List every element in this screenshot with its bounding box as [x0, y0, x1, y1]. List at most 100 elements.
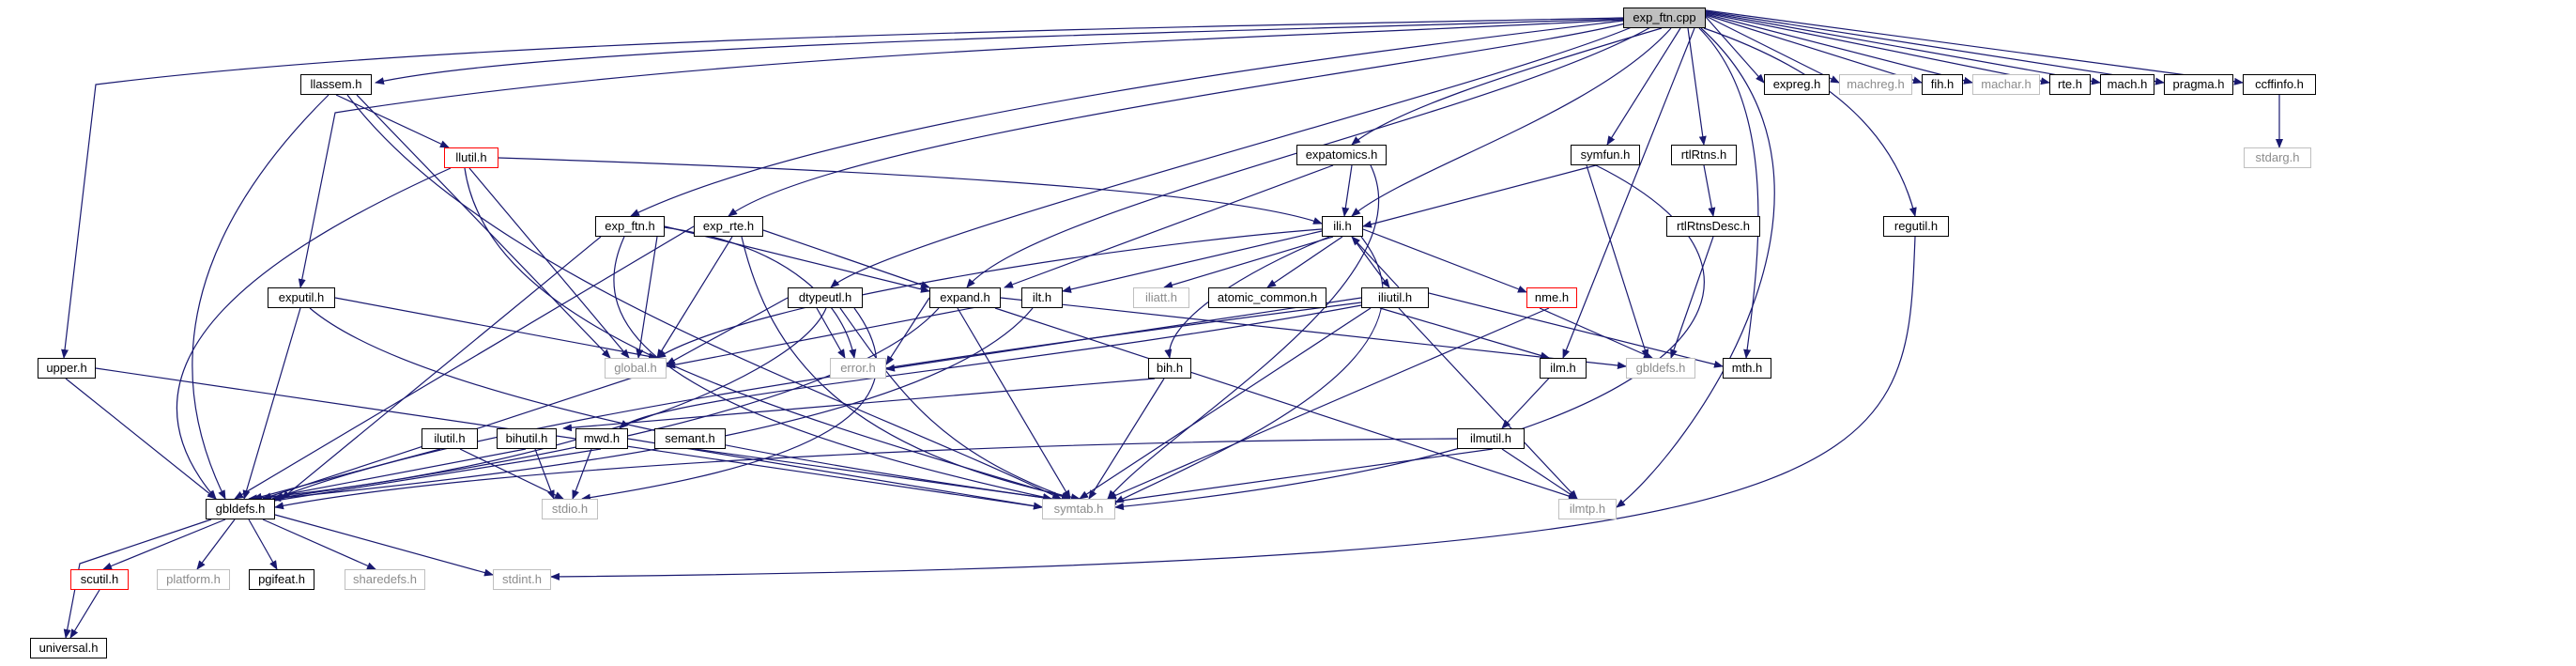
- dependency-edge: [274, 302, 1362, 500]
- dependency-edge: [630, 20, 1624, 217]
- dependency-edge: [1698, 27, 1759, 359]
- dependency-edge: [830, 23, 1639, 288]
- node-stdarg-h[interactable]: stdarg.h: [2244, 147, 2311, 168]
- dependency-edge: [1705, 15, 1840, 84]
- dependency-edge: [741, 236, 1081, 502]
- node-llutil-h[interactable]: llutil.h: [444, 147, 498, 168]
- dependency-edge: [534, 448, 555, 500]
- node-expatomics-h[interactable]: expatomics.h: [1296, 145, 1387, 165]
- node-bihutil-h[interactable]: bihutil.h: [497, 428, 557, 449]
- dependency-edge: [666, 297, 789, 365]
- node-ilmutil-h[interactable]: ilmutil.h: [1457, 428, 1525, 449]
- node-mwd-h[interactable]: mwd.h: [575, 428, 628, 449]
- dependency-edge: [234, 225, 695, 500]
- dependency-edge: [1687, 27, 1707, 146]
- dependency-edges: [61, 9, 2283, 639]
- node-rte-h[interactable]: rte.h: [2049, 74, 2091, 95]
- node-machreg-h[interactable]: machreg.h: [1839, 74, 1912, 95]
- node-mach-h[interactable]: mach.h: [2100, 74, 2154, 95]
- node-ilutil-h[interactable]: ilutil.h: [422, 428, 478, 449]
- node-iliutil-h[interactable]: iliutil.h: [1361, 287, 1429, 308]
- node-ccffinfo-h[interactable]: ccffinfo.h: [2243, 74, 2316, 95]
- dependency-edge: [613, 236, 1052, 502]
- node-exputil-h[interactable]: exputil.h: [268, 287, 335, 308]
- node-error-h[interactable]: error.h: [830, 358, 886, 379]
- node-ilt-h[interactable]: ilt.h: [1021, 287, 1063, 308]
- node-symfun-h[interactable]: symfun.h: [1571, 145, 1640, 165]
- node-fih-h[interactable]: fih.h: [1922, 74, 1963, 95]
- dependency-edge: [728, 22, 1630, 217]
- dependency-edge: [885, 297, 930, 365]
- node-atomic-common-h[interactable]: atomic_common.h: [1208, 287, 1326, 308]
- node-universal-h[interactable]: universal.h: [30, 638, 107, 658]
- node-exp-ftn-h[interactable]: exp_ftn.h: [595, 216, 665, 237]
- node-symtab-h[interactable]: symtab.h: [1042, 499, 1115, 519]
- dependency-edge: [375, 18, 1624, 85]
- dependency-edge: [1163, 236, 1334, 289]
- node-exp-ftn-cpp[interactable]: exp_ftn.cpp: [1623, 8, 1706, 28]
- node-llassem-h[interactable]: llassem.h: [300, 74, 372, 95]
- dependency-edge: [1616, 27, 1775, 508]
- node-stdint-h[interactable]: stdint.h: [493, 569, 551, 590]
- node-ilm-h[interactable]: ilm.h: [1540, 358, 1587, 379]
- node-machar-h[interactable]: machar.h: [1972, 74, 2040, 95]
- dependency-edge: [666, 302, 1002, 369]
- dependency-edge: [1342, 164, 1353, 217]
- node-iliatt-h[interactable]: iliatt.h: [1133, 287, 1189, 308]
- node-pgifeat-h[interactable]: pgifeat.h: [249, 569, 314, 590]
- dependency-edge: [1562, 27, 1695, 359]
- node-nme-h[interactable]: nme.h: [1526, 287, 1577, 308]
- dependency-edge: [61, 17, 1624, 359]
- dependency-edge: [1107, 164, 1380, 500]
- dependency-edge: [1705, 14, 1923, 85]
- node-sharedefs-h[interactable]: sharedefs.h: [345, 569, 425, 590]
- node-gbldefs-h-main[interactable]: gbldefs.h: [206, 499, 275, 519]
- node-upper-h[interactable]: upper.h: [38, 358, 96, 379]
- node-expreg-h[interactable]: expreg.h: [1764, 74, 1830, 95]
- dependency-edge: [196, 519, 236, 570]
- node-dtypeutl-h[interactable]: dtypeutl.h: [788, 287, 863, 308]
- dependency-edge: [1351, 27, 1672, 217]
- node-exp-rte-h[interactable]: exp_rte.h: [694, 216, 763, 237]
- dependency-edge: [694, 448, 1052, 502]
- dependency-edge: [1705, 13, 1973, 85]
- node-ili-h[interactable]: ili.h: [1322, 216, 1363, 237]
- dependency-edge: [271, 307, 940, 502]
- dependency-edge: [562, 378, 1156, 432]
- node-mth-h[interactable]: mth.h: [1723, 358, 1771, 379]
- dependency-edge: [253, 448, 441, 501]
- dependency-edge: [459, 448, 564, 500]
- dependency-edge: [957, 307, 1071, 500]
- node-rtlrtns-h[interactable]: rtlRtns.h: [1671, 145, 1737, 165]
- dependency-edge: [994, 307, 1578, 501]
- node-global-h[interactable]: global.h: [605, 358, 667, 379]
- dependency-edge: [636, 236, 658, 359]
- dependency-edge: [1606, 27, 1681, 146]
- dependency-edge: [498, 157, 1323, 225]
- dependency-edge: [271, 307, 1034, 503]
- dependency-edge: [581, 307, 878, 502]
- node-stdio-h[interactable]: stdio.h: [542, 499, 598, 519]
- node-platform-h[interactable]: platform.h: [157, 569, 230, 590]
- dependency-edge: [619, 304, 1362, 429]
- dependency-edge: [1539, 307, 1653, 359]
- node-regutil-h[interactable]: regutil.h: [1883, 216, 1949, 237]
- node-scutil-h[interactable]: scutil.h: [70, 569, 129, 590]
- dependency-edge: [1501, 448, 1578, 500]
- dependency-edge: [1428, 292, 1724, 368]
- dependency-edge: [966, 25, 1653, 288]
- dependency-edge: [192, 94, 330, 500]
- node-semant-h[interactable]: semant.h: [654, 428, 726, 449]
- dependency-edge: [1705, 16, 1765, 84]
- node-gbldefs-h-right[interactable]: gbldefs.h: [1626, 358, 1695, 379]
- dependency-edge: [1266, 236, 1343, 288]
- node-rtlrtnsdesc-h[interactable]: rtlRtnsDesc.h: [1666, 216, 1760, 237]
- node-expand-h[interactable]: expand.h: [929, 287, 1001, 308]
- node-ilmtp-h[interactable]: ilmtp.h: [1558, 499, 1617, 519]
- dependency-edge: [262, 448, 527, 502]
- node-bih-h[interactable]: bih.h: [1148, 358, 1191, 379]
- dependency-edge: [262, 519, 376, 570]
- dependency-edge: [102, 519, 226, 570]
- node-pragma-h[interactable]: pragma.h: [2164, 74, 2233, 95]
